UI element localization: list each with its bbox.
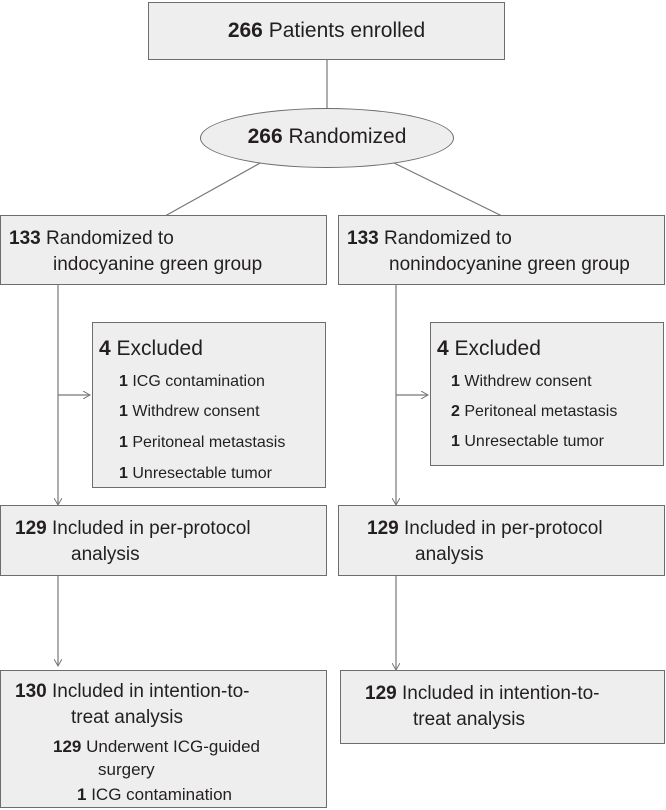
left-randomized-count: 133 xyxy=(9,228,41,249)
left-itt-sub-item: 1 ICG contamination xyxy=(77,785,232,804)
enrolled-box: 266 Patients enrolled xyxy=(148,2,505,60)
left-excluded-title: 4 Excluded xyxy=(99,337,203,360)
left-per-protocol-line2: analysis xyxy=(71,544,140,565)
right-randomized-count: 133 xyxy=(347,228,379,249)
right-excluded-title: 4 Excluded xyxy=(437,337,541,360)
connector-randomized-left xyxy=(164,161,263,217)
left-excluded-count: 4 xyxy=(99,337,111,360)
left-itt-line1: 130 Included in intention-to- xyxy=(15,681,250,702)
enrolled-label: Patients enrolled xyxy=(268,19,426,42)
right-per-protocol-line2: analysis xyxy=(415,544,484,565)
left-per-protocol-line1: 129 Included in per-protocol xyxy=(15,518,251,539)
right-itt-line2: treat analysis xyxy=(413,709,525,730)
left-randomized-line2: indocyanine green group xyxy=(53,254,263,275)
randomized-label: Randomized xyxy=(288,125,407,148)
right-randomized-line2: nonindocyanine green group xyxy=(389,254,630,275)
right-excluded-item: 1 Unresectable tumor xyxy=(451,433,604,450)
connector-randomized-right xyxy=(391,161,503,217)
right-per-protocol-box: 129 Included in per-protocol analysis xyxy=(338,505,665,576)
left-randomized-line1: 133 Randomized to xyxy=(9,228,174,249)
right-itt-count: 129 xyxy=(365,683,397,704)
left-itt-count: 130 xyxy=(15,681,47,702)
right-excluded-item: 1 Withdrew consent xyxy=(451,373,592,390)
right-randomized-box: 133 Randomized to nonindocyanine green g… xyxy=(338,215,665,285)
left-excluded-box: 4 Excluded 1 ICG contamination 1 Withdre… xyxy=(92,322,326,488)
randomized-text: 266 Randomized xyxy=(201,125,453,149)
left-excluded-item: 1 Peritoneal metastasis xyxy=(119,434,286,451)
right-excluded-count: 4 xyxy=(437,337,449,360)
enrolled-count: 266 xyxy=(227,19,263,42)
left-randomized-box: 133 Randomized to indocyanine green grou… xyxy=(0,215,327,285)
right-excluded-box: 4 Excluded 1 Withdrew consent 2 Peritone… xyxy=(430,322,664,466)
left-itt-line2: treat analysis xyxy=(71,707,183,728)
randomized-count: 266 xyxy=(247,125,283,148)
left-excluded-item: 1 Unresectable tumor xyxy=(119,465,272,482)
right-itt-line1: 129 Included in intention-to- xyxy=(365,683,600,704)
left-per-protocol-box: 129 Included in per-protocol analysis xyxy=(0,505,327,576)
left-itt-box: 130 Included in intention-to- treat anal… xyxy=(0,670,327,808)
left-excluded-item: 1 ICG contamination xyxy=(119,373,265,390)
left-per-protocol-count: 129 xyxy=(15,518,47,539)
randomized-ellipse: 266 Randomized xyxy=(200,108,454,168)
left-itt-sub-item-line2: surgery xyxy=(98,760,155,779)
right-randomized-line1: 133 Randomized to xyxy=(347,228,512,249)
left-itt-sub-item: 129 Underwent ICG-guided xyxy=(53,737,260,756)
left-excluded-item: 1 Withdrew consent xyxy=(119,403,260,420)
right-per-protocol-line1: 129 Included in per-protocol xyxy=(367,518,603,539)
right-excluded-item: 2 Peritoneal metastasis xyxy=(451,403,618,420)
right-itt-box: 129 Included in intention-to- treat anal… xyxy=(340,670,665,744)
enrolled-text: 266 Patients enrolled xyxy=(149,19,504,43)
right-per-protocol-count: 129 xyxy=(367,518,399,539)
